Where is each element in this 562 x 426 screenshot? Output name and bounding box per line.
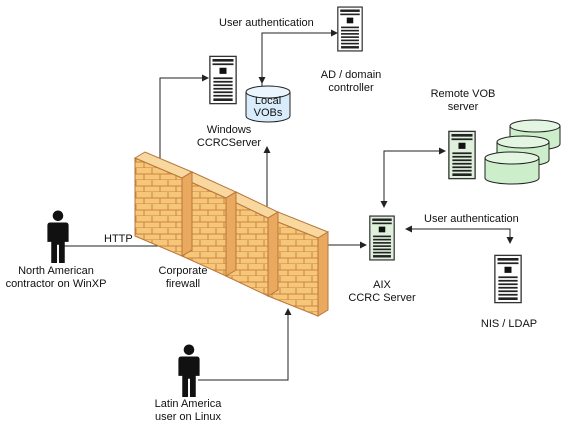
ad-arrowhead <box>331 29 338 37</box>
aix-label-line2: CCRC Server <box>348 292 416 304</box>
nis-ldap-server-icon <box>494 254 522 304</box>
local-vobs-arrowhead <box>258 77 266 84</box>
windows-label-line2: CCRCServer <box>197 137 262 149</box>
ad-domain-controller-server-icon <box>337 6 363 52</box>
user-auth-right-label: User authentication <box>424 213 519 225</box>
nis-ldap-label: NIS / LDAP <box>481 318 537 330</box>
remote-vob-server-icon <box>448 130 476 180</box>
latam-connector <box>198 312 289 381</box>
user-auth-top-label: User authentication <box>219 17 314 29</box>
firewall-label-line1: Corporate <box>159 265 208 277</box>
aix-label-line1: AIX <box>373 279 391 291</box>
local-vobs-cylinder-icon <box>245 85 291 123</box>
aix-arrowhead <box>360 241 367 249</box>
na-contractor-label-line2: contractor on WinXP <box>6 278 107 290</box>
local-vobs-label-line2: VOBs <box>254 107 283 119</box>
latam-arrowhead <box>284 308 292 315</box>
na-contractor-label-line1: North American <box>18 265 94 277</box>
windows-arrowhead <box>202 74 209 82</box>
aix-right-arrowhead <box>405 225 412 233</box>
remote-vob-label-line1: Remote VOB <box>431 88 496 100</box>
aix-ccrc-server-icon <box>369 215 395 261</box>
windows-ccrc-server-icon <box>209 55 237 105</box>
user-auth-right-connector <box>409 228 511 240</box>
remote-vob-cylinders-icon <box>484 119 561 185</box>
latam-user-label-line2: user on Linux <box>155 411 222 423</box>
firewall-label-line2: firewall <box>166 278 200 290</box>
user-auth-top-connector <box>261 32 334 90</box>
local-vobs-label-line1: Local <box>255 95 281 107</box>
latam-user-label-line1: Latin America <box>155 398 223 410</box>
ad-label-line2: controller <box>328 82 374 94</box>
north-american-contractor-icon <box>47 210 69 264</box>
windows-label-arrowhead <box>263 146 271 153</box>
aix-to-remote-connector <box>383 150 442 204</box>
firewall-to-windows-connector <box>159 77 205 158</box>
corporate-firewall <box>133 151 330 317</box>
windows-label-line1: Windows <box>207 124 252 136</box>
http-label: HTTP <box>104 233 133 245</box>
aix-up-arrowhead <box>380 201 388 208</box>
remote-vob-arrowhead <box>439 147 446 155</box>
ad-label-line1: AD / domain <box>321 69 382 81</box>
latin-america-user-icon <box>178 344 200 398</box>
remote-vob-label-line2: server <box>448 101 479 113</box>
nis-arrowhead <box>506 237 514 244</box>
